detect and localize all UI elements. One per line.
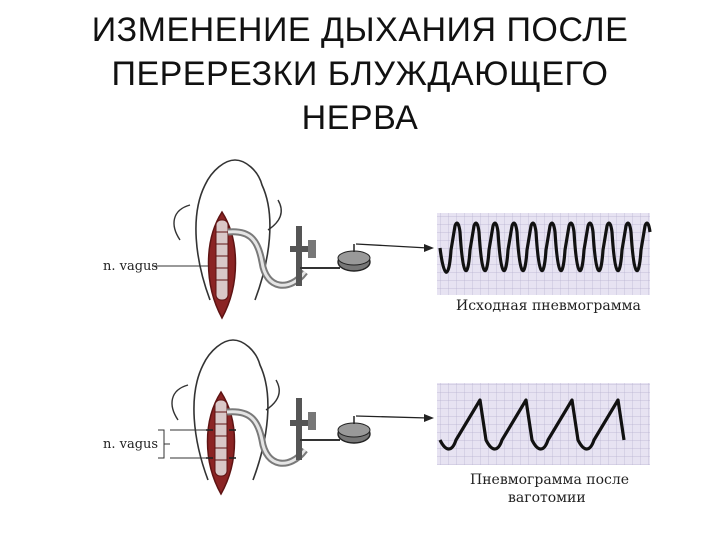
caption-top-line1: Исходная пневмограмма	[456, 298, 641, 314]
nerve-label-bottom: n. vagus	[103, 437, 158, 452]
slide-title: ИЗМЕНЕНИЕ ДЫХАНИЯ ПОСЛЕ ПЕРЕРЕЗКИ БЛУЖДА…	[0, 8, 720, 140]
bottom-panel: n. vagus Пневмограмма после ваготомии	[103, 339, 650, 506]
stand-bottom	[296, 398, 302, 460]
caption-bottom-line1: Пневмограмма после	[470, 472, 629, 488]
stand-top	[296, 226, 302, 286]
recording-arrow-bottom	[355, 415, 429, 419]
cut-nerve-marks	[206, 429, 236, 459]
recording-arrow-top	[355, 243, 429, 249]
nerve-bracket-bottom	[158, 429, 170, 459]
trachea-bottom	[214, 399, 228, 477]
pneumogram-trace-bottom	[438, 398, 626, 451]
title-line-2: ПЕРЕРЕЗКИ БЛУЖДАЮЩЕГО	[111, 55, 609, 93]
nerve-label-top: n. vagus	[103, 259, 158, 274]
title-line-3: НЕРВА	[301, 99, 419, 137]
pneumogram-trace-top	[438, 221, 652, 274]
caption-bottom-line2: ваготомии	[508, 490, 586, 506]
title-line-1: ИЗМЕНЕНИЕ ДЫХАНИЯ ПОСЛЕ	[91, 11, 629, 49]
top-panel: n. vagus Исходная пневмограмма	[103, 159, 652, 320]
